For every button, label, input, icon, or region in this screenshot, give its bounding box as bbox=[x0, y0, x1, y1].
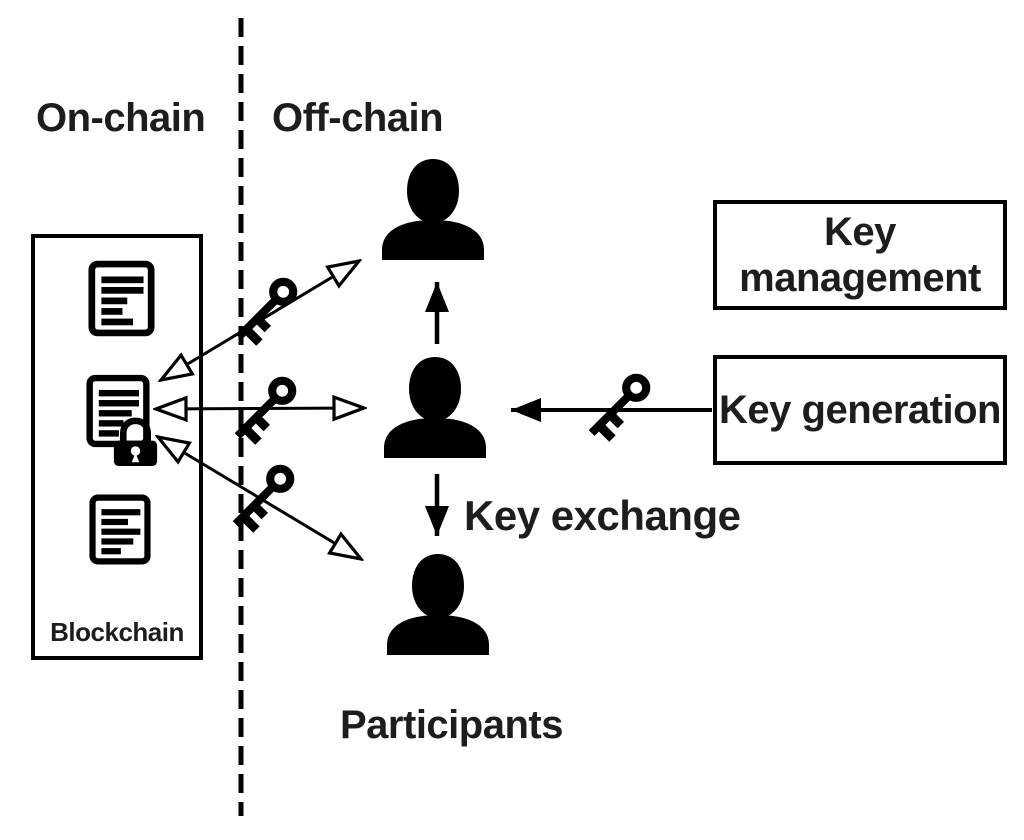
key-generation-box: Key generation bbox=[713, 355, 1007, 465]
document-icon bbox=[86, 372, 150, 450]
person-icon bbox=[378, 158, 488, 260]
key-management-box: Key management bbox=[713, 200, 1007, 310]
key-management-label: Key management bbox=[739, 210, 981, 300]
key-icon bbox=[228, 270, 314, 356]
on-chain-region-label: On-chain bbox=[36, 96, 206, 140]
participants-label: Participants bbox=[340, 703, 563, 747]
lock-icon bbox=[112, 417, 159, 468]
blockchain-label: Blockchain bbox=[50, 617, 184, 647]
blockchain-box: Blockchain bbox=[31, 234, 203, 660]
document-icon bbox=[89, 493, 151, 566]
off-chain-region-label: Off-chain bbox=[272, 96, 444, 140]
key-icon bbox=[581, 366, 667, 452]
person-icon bbox=[383, 553, 493, 655]
key-icon bbox=[227, 369, 313, 455]
document-icon bbox=[88, 260, 155, 337]
key-generation-label: Key generation bbox=[719, 388, 1001, 432]
key-icon bbox=[225, 457, 311, 543]
person-icon bbox=[380, 356, 490, 458]
key-exchange-label: Key exchange bbox=[464, 492, 741, 539]
